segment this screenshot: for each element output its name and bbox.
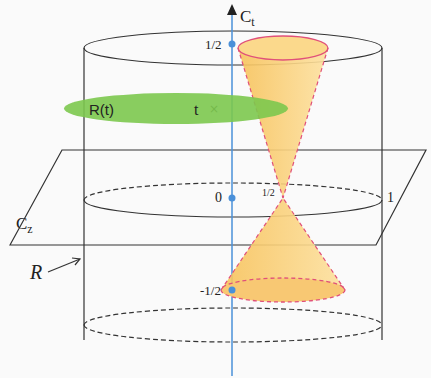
- apex-value: 1/2: [261, 188, 276, 198]
- axis-value: 0: [215, 191, 222, 205]
- region-disc: R(t): [63, 92, 289, 125]
- plane-name: Cz: [16, 215, 33, 236]
- axis-value: -1/2: [200, 284, 221, 297]
- region-name: R: [30, 262, 42, 282]
- axis-point: t: [194, 102, 198, 118]
- axis-value: 1/2: [205, 38, 222, 51]
- radius-value: 1: [387, 191, 394, 205]
- region-label: R(t): [89, 101, 114, 118]
- axis-name: Ct: [240, 8, 255, 29]
